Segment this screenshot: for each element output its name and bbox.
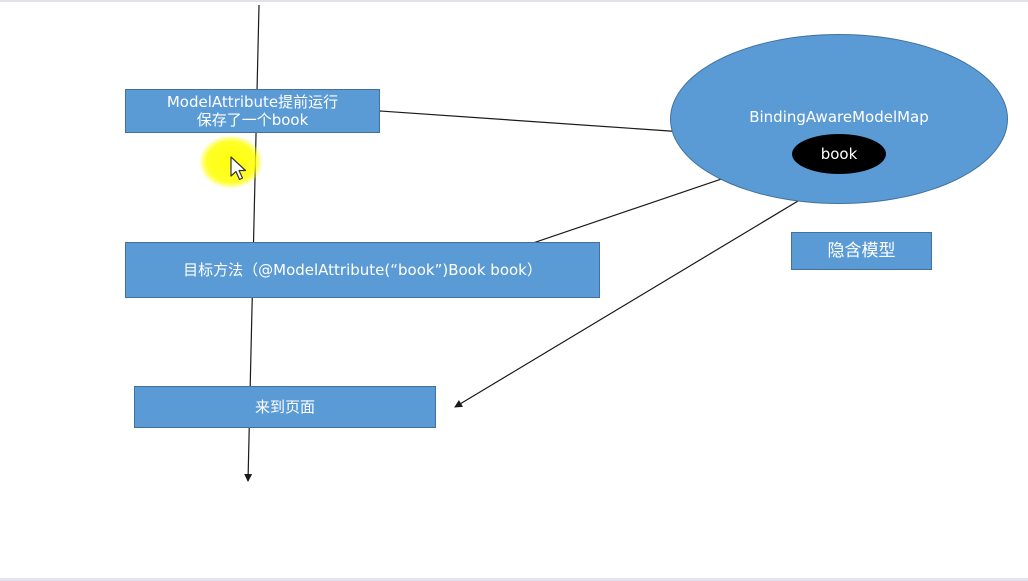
target-method-box: 目标方法（@ModelAttribute(“book”)Book book） bbox=[125, 242, 600, 298]
implicit-model-label: 隐含模型 bbox=[827, 241, 896, 261]
model-attribute-line1: ModelAttribute提前运行 bbox=[166, 93, 339, 111]
bottom-edge bbox=[0, 578, 1028, 581]
to-page-label: 来到页面 bbox=[254, 398, 315, 416]
model-map-ellipse bbox=[670, 34, 1008, 204]
to-page-box: 来到页面 bbox=[134, 386, 436, 428]
book-ellipse: book bbox=[792, 134, 886, 174]
target-method-label: 目标方法（@ModelAttribute(“book”)Book book） bbox=[183, 261, 542, 279]
mouse-cursor-icon bbox=[230, 156, 247, 181]
model-map-label: BindingAwareModelMap bbox=[749, 108, 929, 126]
arrow-model-map-to-page bbox=[454, 188, 819, 408]
model-attribute-box: ModelAttribute提前运行 保存了一个book bbox=[125, 89, 380, 133]
arrow-to-model-map bbox=[379, 110, 685, 136]
implicit-model-box: 隐含模型 bbox=[791, 232, 932, 270]
top-edge bbox=[0, 0, 1028, 2]
book-label: book bbox=[820, 145, 858, 163]
model-attribute-line2: 保存了一个book bbox=[196, 111, 309, 129]
